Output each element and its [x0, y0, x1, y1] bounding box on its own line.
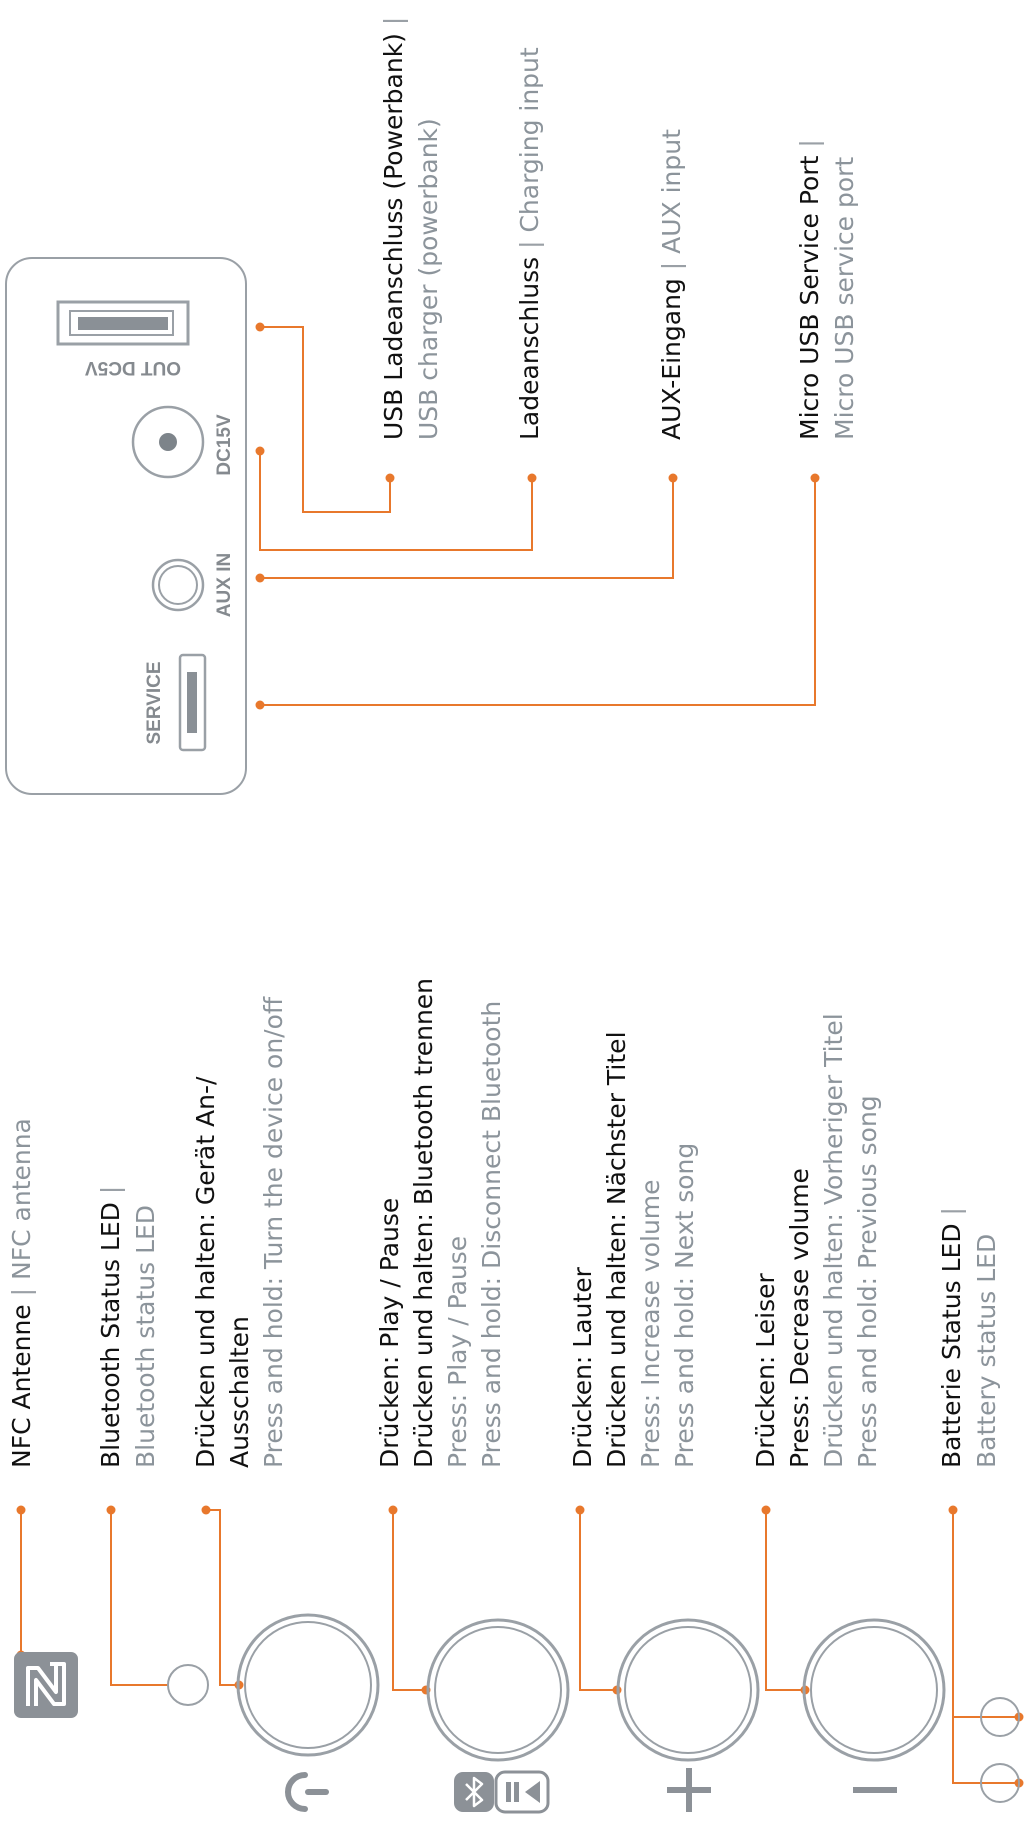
service-port-label-en: Micro USB service port	[830, 157, 859, 440]
power-label-1: Drücken und halten: Gerät An-/	[191, 1076, 220, 1468]
play-label-4: Press and hold: Disconnect Bluetooth	[477, 1001, 506, 1468]
dc-jack-pin-icon	[159, 433, 177, 451]
minus-label-2: Press: Decrease volume	[785, 1168, 814, 1468]
bluetooth-led-label-de: Bluetooth Status LED |	[96, 1186, 125, 1468]
charging-input-label: Ladeanschluss | Charging input	[515, 47, 544, 440]
play-pause-button[interactable]	[426, 1618, 570, 1762]
power-label-3: Press and hold: Turn the device on/off	[259, 996, 288, 1468]
minus-label-3: Drücken und halten: Vorheriger Titel	[819, 1013, 848, 1468]
power-label-2: Ausschalten	[225, 1316, 254, 1468]
power-icon	[285, 1772, 329, 1812]
battery-led-1-icon	[980, 1697, 1020, 1737]
battery-led-label-de: Batterie Status LED |	[937, 1207, 966, 1468]
nfc-logo-icon	[14, 1652, 78, 1718]
plus-label-1: Drücken: Lauter	[568, 1266, 597, 1468]
aux-jack-icon	[151, 558, 205, 612]
bluetooth-play-pause-icon	[454, 1770, 550, 1814]
usb-port-tongue-icon	[78, 317, 168, 330]
battery-led-2-icon	[980, 1763, 1020, 1803]
control-leader-dots	[16, 1505, 1024, 1788]
nfc-antenna-label: NFC Antenne | NFC antenna	[7, 1118, 36, 1468]
minus-icon	[853, 1787, 897, 1793]
micro-usb-port-label: SERVICE	[144, 661, 165, 744]
plus-icon	[667, 1768, 711, 1812]
micro-usb-port-icon	[178, 653, 207, 752]
micro-usb-port-inner-icon	[187, 672, 197, 733]
dc-jack-label: DC15V	[214, 414, 235, 476]
plus-label-3: Press: Increase volume	[636, 1179, 665, 1468]
minus-label-4: Press and hold: Previous song	[853, 1095, 882, 1468]
play-label-3: Press: Play / Pause	[443, 1236, 472, 1468]
control-leader-lines	[20, 1509, 1019, 1784]
aux-jack-label: AUX IN	[214, 553, 235, 617]
port-panel-outline	[5, 257, 247, 795]
volume-down-button[interactable]	[802, 1618, 946, 1762]
plus-label-4: Press and hold: Next song	[670, 1143, 699, 1468]
bluetooth-led-icon	[167, 1664, 209, 1706]
play-label-2: Drücken und halten: Bluetooth trennen	[409, 978, 438, 1468]
usb-charger-label-de: USB Ladeanschluss (Powerbank) |	[379, 17, 408, 440]
aux-input-label: AUX-Eingang | AUX input	[657, 129, 686, 440]
aux-jack-inner-icon	[158, 565, 198, 605]
service-port-label-de: Micro USB Service Port |	[795, 139, 824, 440]
power-button[interactable]	[236, 1613, 380, 1757]
usb-port-inner-icon	[69, 310, 174, 336]
battery-led-label-en: Battery status LED	[972, 1234, 1001, 1468]
port-leader-dots	[255, 322, 820, 710]
port-panel: OUT DC5V DC15V AUX IN SERVICE	[5, 257, 247, 795]
plus-label-2: Drücken und halten: Nächster Titel	[602, 1031, 631, 1468]
port-leader-lines	[259, 326, 816, 706]
volume-up-button[interactable]	[616, 1618, 760, 1762]
usb-charger-label-en: USB charger (powerbank)	[414, 118, 443, 440]
minus-label-1: Drücken: Leiser	[751, 1272, 780, 1468]
play-label-1: Drücken: Play / Pause	[375, 1198, 404, 1468]
bluetooth-led-label-en: Bluetooth status LED	[131, 1205, 160, 1468]
dc-jack-icon	[131, 405, 205, 479]
usb-port-label: OUT DC5V	[85, 357, 181, 378]
usb-port-icon	[56, 300, 190, 346]
